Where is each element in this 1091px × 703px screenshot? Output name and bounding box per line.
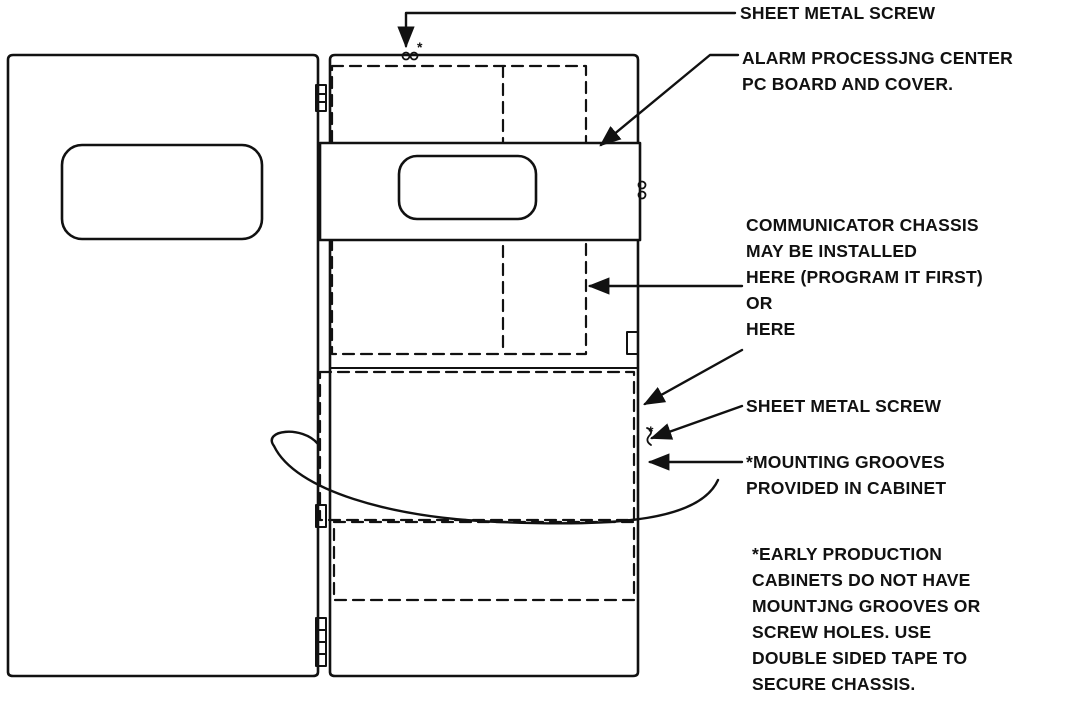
label-line: DOUBLE SIDED TAPE TO <box>752 648 968 668</box>
label-line: ALARM PROCESSJNG CENTER <box>742 48 1014 68</box>
label-early-production-note: *EARLY PRODUCTION CABINETS DO NOT HAVE M… <box>752 541 980 697</box>
leader-sheet-metal-screw-top <box>397 11 737 49</box>
asterisk-marks: * * <box>417 39 654 439</box>
svg-text:*: * <box>417 39 423 55</box>
label-mounting-grooves: *MOUNTING GROOVES PROVIDED IN CABINET <box>746 449 946 501</box>
cover-window <box>397 154 538 221</box>
label-line: SECURE CHASSIS. <box>752 674 916 694</box>
label-line: HERE <box>746 319 796 339</box>
label-line: *MOUNTING GROOVES <box>746 452 945 472</box>
label-line: PC BOARD AND COVER. <box>742 74 954 94</box>
label-line: SCREW HOLES. USE <box>752 622 932 642</box>
leader-alarm-processing <box>599 53 740 147</box>
door-hinges <box>315 84 327 667</box>
label-line: MOUNTJNG GROOVES OR <box>752 596 981 616</box>
label-line: PROVIDED IN CABINET <box>746 478 947 498</box>
top-screw-icon <box>401 51 419 61</box>
label-sheet-metal-screw-top: SHEET METAL SCREW <box>740 3 936 23</box>
lower-chassis-outline <box>318 370 636 522</box>
label-alarm-processing-center: ALARM PROCESSJNG CENTER PC BOARD AND COV… <box>742 45 1013 97</box>
cabinet-door <box>6 53 320 678</box>
side-bracket <box>626 331 639 355</box>
leader-communicator-here-2 <box>643 348 744 406</box>
label-line: CABINETS DO NOT HAVE <box>752 570 971 590</box>
svg-text:*: * <box>648 423 654 439</box>
label-line: COMMUNICATOR CHASSIS <box>746 215 979 235</box>
label-line: MAY BE INSTALLED <box>746 241 918 261</box>
label-line: OR <box>746 293 773 313</box>
door-window <box>60 143 264 241</box>
label-sheet-metal-screw-side: SHEET METAL SCREW <box>746 396 942 416</box>
leader-lines <box>397 11 744 471</box>
alarm-processing-cover <box>318 141 642 242</box>
bottom-chassis-outline <box>332 520 636 602</box>
cabinet-body <box>328 53 640 678</box>
leader-sheet-metal-screw-side <box>649 404 744 440</box>
label-line: HERE (PROGRAM IT FIRST) <box>746 267 983 287</box>
chassis-swing-loop <box>270 430 720 525</box>
label-line: *EARLY PRODUCTION <box>752 544 943 564</box>
label-communicator-chassis: COMMUNICATOR CHASSIS MAY BE INSTALLED HE… <box>746 212 983 342</box>
